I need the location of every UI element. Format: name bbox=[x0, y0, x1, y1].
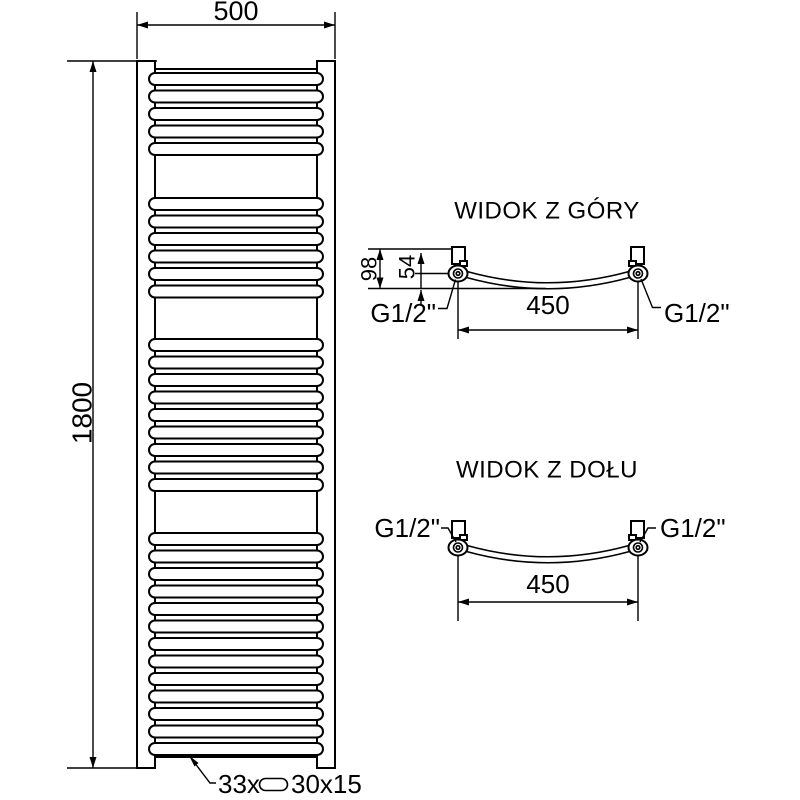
tube-rung bbox=[148, 214, 324, 229]
tube-rung bbox=[148, 532, 324, 546]
top-span-dimension: 450 bbox=[457, 281, 639, 339]
top-view-title: WIDOK Z GÓRY bbox=[454, 198, 640, 225]
top-span-label: 450 bbox=[526, 290, 569, 320]
tube-rung bbox=[148, 567, 324, 581]
thread-leader-line bbox=[639, 527, 656, 543]
collector-end-outer bbox=[447, 538, 469, 557]
thread-label: G1/2" bbox=[660, 513, 726, 543]
collector-end-ring bbox=[452, 268, 464, 279]
tube-rung bbox=[148, 249, 324, 264]
tube-rung bbox=[148, 338, 324, 352]
note-profile-label: 30x15 bbox=[291, 769, 362, 799]
tube-rung bbox=[148, 602, 324, 616]
top-view-right-connection bbox=[627, 246, 649, 283]
depth-dim-label: 98 bbox=[357, 257, 382, 281]
tube-rung bbox=[148, 373, 324, 387]
bottom-view-right-connection bbox=[627, 520, 649, 557]
top-thread-right: G1/2" bbox=[640, 278, 730, 328]
tube-bow-inner-arc bbox=[466, 270, 630, 284]
tube-rung bbox=[148, 267, 324, 281]
oval-profile-icon bbox=[258, 777, 289, 792]
top-view-left-connection bbox=[447, 246, 469, 283]
tube-rung bbox=[148, 549, 324, 564]
tube-bow-outer-arc bbox=[466, 276, 630, 290]
tube-rung bbox=[148, 637, 324, 651]
dim-arrow-right bbox=[324, 21, 335, 29]
collector-end-outer bbox=[447, 264, 469, 283]
top-thread-left: G1/2" bbox=[370, 279, 457, 328]
width-dimension: 500 bbox=[136, 0, 336, 59]
dim-arrow-top bbox=[89, 61, 97, 72]
tube-rung bbox=[148, 584, 324, 599]
bottom-view-title: WIDOK Z DOŁU bbox=[456, 457, 638, 484]
top-view: WIDOK Z GÓRY 98 54 bbox=[357, 198, 730, 339]
collector-end-ring bbox=[452, 542, 464, 553]
depth-dimension: 98 bbox=[357, 249, 384, 289]
tube-rungs bbox=[148, 72, 324, 756]
bottom-thread-right: G1/2" bbox=[639, 513, 726, 543]
axis-dim-label: 54 bbox=[395, 255, 420, 279]
valve-stub bbox=[630, 246, 645, 265]
collector-end-outer bbox=[627, 538, 649, 557]
tube-rung bbox=[148, 443, 324, 457]
tube-rung bbox=[148, 478, 324, 492]
tube-rung bbox=[148, 89, 324, 104]
thread-leader-line bbox=[438, 279, 457, 310]
tube-bow-inner-arc bbox=[466, 544, 630, 558]
collector-end-center bbox=[635, 544, 641, 551]
bottom-span-dimension: 450 bbox=[457, 556, 639, 621]
thread-leader-line bbox=[640, 278, 661, 309]
dim-arrow-left bbox=[137, 21, 148, 29]
bottom-view: WIDOK Z DOŁU 450 bbox=[374, 457, 726, 621]
tube-rung bbox=[148, 707, 324, 721]
collector-end-center bbox=[455, 270, 461, 277]
tube-note: 33x 30x15 bbox=[189, 755, 362, 799]
tube-rung bbox=[148, 124, 324, 139]
bottom-span-label: 450 bbox=[526, 569, 569, 599]
tube-bow-outer-arc bbox=[466, 550, 630, 564]
height-dim-label: 1800 bbox=[67, 382, 98, 444]
note-leader-line bbox=[190, 757, 216, 784]
thread-label: G1/2" bbox=[370, 298, 436, 328]
tube-rung bbox=[148, 197, 324, 211]
tube-rung bbox=[148, 460, 324, 475]
bottom-view-left-connection bbox=[447, 520, 469, 557]
thread-label: G1/2" bbox=[664, 298, 730, 328]
tube-rung bbox=[148, 408, 324, 422]
tube-rung bbox=[148, 284, 324, 299]
front-view: 500 1800 33x 30x15 bbox=[67, 0, 362, 799]
width-dim-label: 500 bbox=[213, 0, 258, 26]
tube-rung bbox=[148, 390, 324, 405]
dim-arrow-bottom bbox=[89, 757, 97, 768]
collector-end-ring bbox=[632, 268, 644, 279]
tube-rung bbox=[148, 672, 324, 686]
collector-end-outer bbox=[627, 264, 649, 283]
tube-rung bbox=[148, 142, 324, 156]
tube-rung bbox=[148, 355, 324, 370]
tube-rung bbox=[148, 72, 324, 86]
thread-label: G1/2" bbox=[374, 513, 440, 543]
valve-stub bbox=[451, 520, 466, 539]
tube-rung bbox=[148, 425, 324, 440]
thread-leader-line bbox=[441, 527, 457, 543]
tube-rung bbox=[148, 619, 324, 634]
valve-stub bbox=[630, 520, 645, 539]
tube-rung bbox=[148, 107, 324, 121]
bottom-thread-left: G1/2" bbox=[374, 513, 457, 543]
collector-end-ring bbox=[632, 542, 644, 553]
tube-rung bbox=[148, 689, 324, 704]
collector-end-center bbox=[635, 270, 641, 277]
axis-dimension: 54 bbox=[395, 253, 449, 304]
tube-rung bbox=[148, 654, 324, 669]
tube-rung bbox=[148, 742, 324, 756]
height-dimension: 1800 bbox=[67, 60, 157, 769]
tube-rung bbox=[148, 232, 324, 246]
valve-stub bbox=[451, 246, 466, 265]
collector-end-center bbox=[455, 544, 461, 551]
note-count-label: 33x bbox=[218, 769, 260, 799]
tube-rung bbox=[148, 724, 324, 739]
